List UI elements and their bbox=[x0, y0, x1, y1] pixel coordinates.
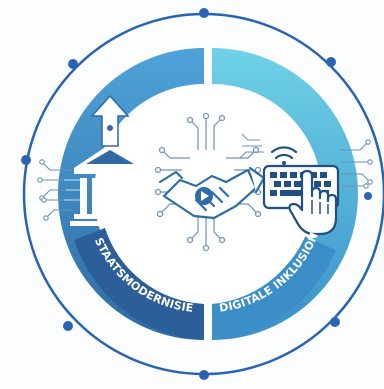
play-icon bbox=[195, 187, 213, 205]
wifi-icon bbox=[270, 146, 298, 165]
ring-node bbox=[364, 192, 372, 200]
left-segment-band bbox=[74, 228, 204, 340]
government-building-icon bbox=[64, 94, 150, 226]
ring-node bbox=[63, 321, 73, 331]
ring-node bbox=[68, 59, 78, 69]
ring-node bbox=[330, 317, 340, 327]
ring-node bbox=[199, 8, 209, 18]
hand-cursor-icon bbox=[288, 169, 338, 236]
circuit-lines-icon bbox=[159, 117, 259, 246]
circuit-nodes bbox=[154, 112, 262, 252]
right-circuit-traces bbox=[239, 133, 369, 187]
ring-node bbox=[326, 57, 336, 67]
ring-node bbox=[199, 370, 209, 380]
ring-node bbox=[21, 155, 31, 165]
upward-arrow-icon bbox=[90, 94, 130, 147]
right-circuit-nodes bbox=[363, 139, 373, 189]
right-segment-band bbox=[212, 236, 336, 340]
ring-nodes bbox=[21, 8, 372, 380]
left-circuit-nodes bbox=[37, 159, 49, 221]
